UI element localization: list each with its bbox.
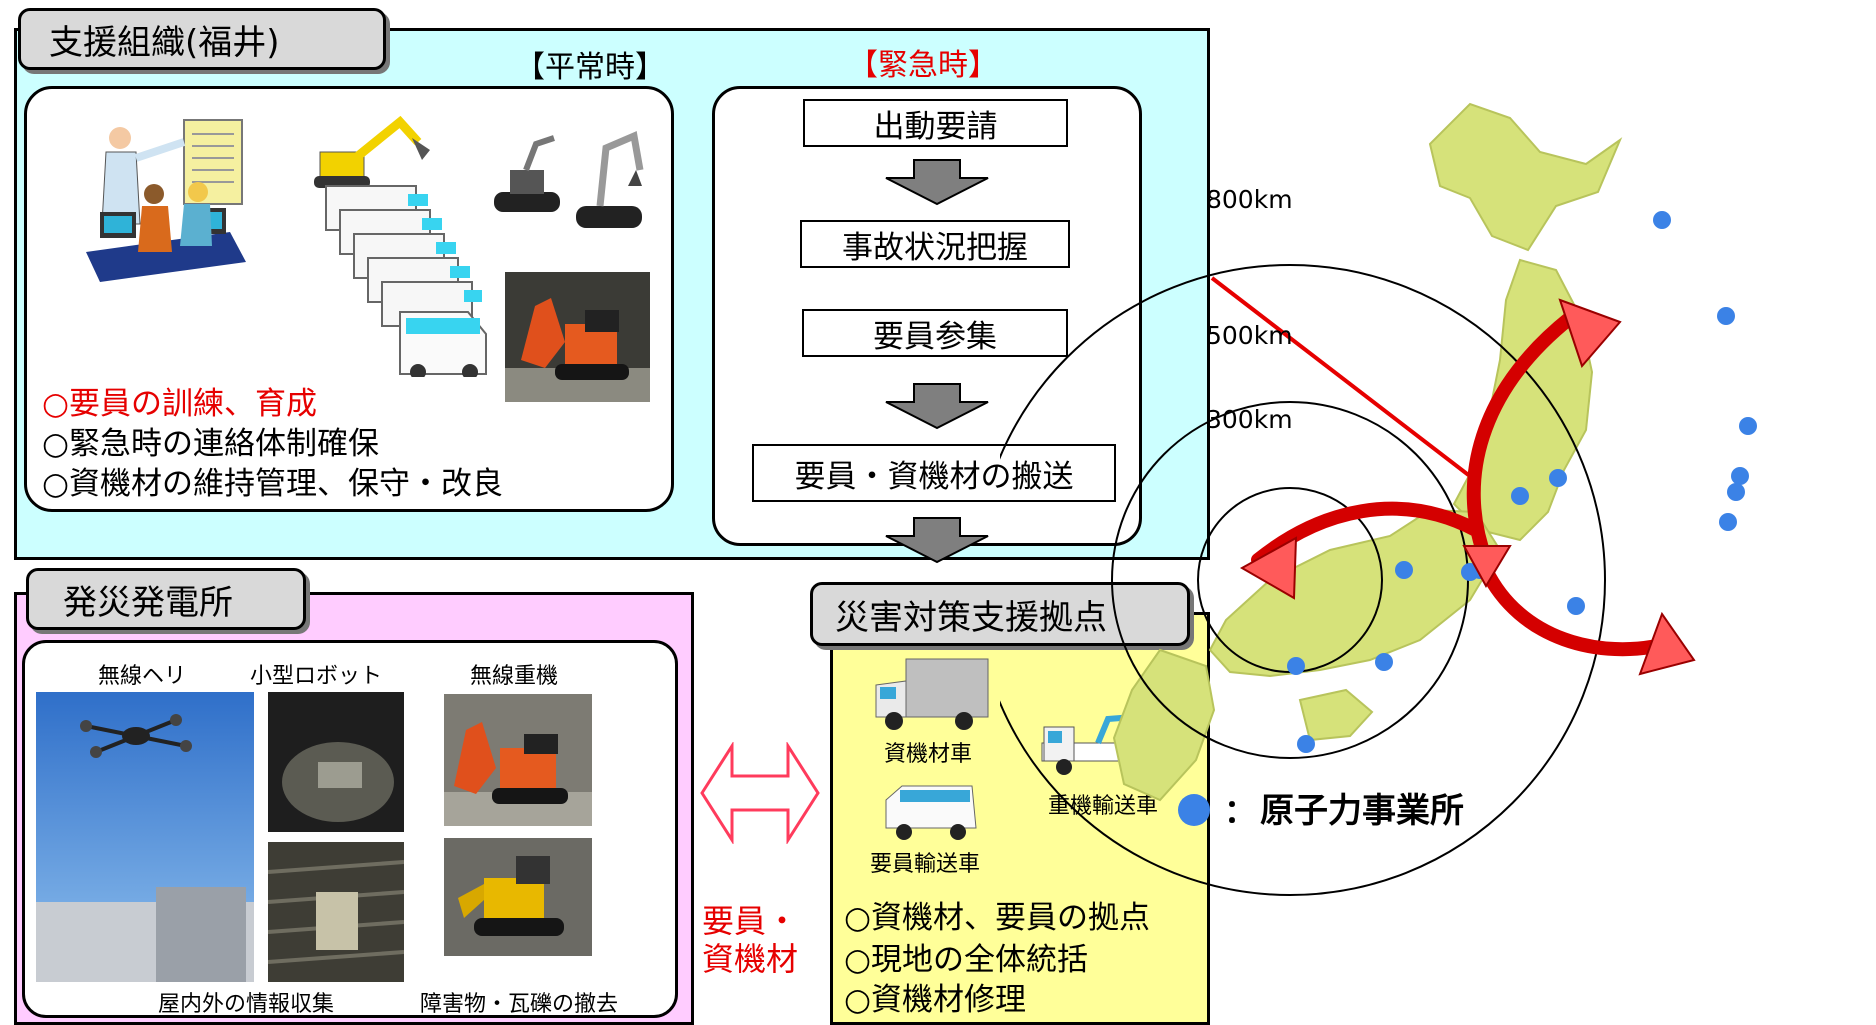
step-grasp-situation: 事故状況把握 [800, 220, 1070, 268]
flow-arrow-3 [885, 517, 989, 564]
caption-debris-removal: 障害物・瓦礫の撤去 [420, 992, 619, 1017]
drone-photo [36, 692, 254, 982]
japan-range-map: 800km 500km 300km ： 原子力事業所 [1000, 102, 1757, 896]
caption-staff-van: 要員輸送車 [870, 852, 981, 877]
bidirectional-arrow [700, 742, 820, 844]
caption-equipment-truck: 資機材車 [884, 742, 973, 767]
normal-item-contact: ○緊急時の連絡体制確保 [42, 426, 380, 462]
affected-plant-title: 発災発電所 [26, 568, 306, 630]
label-300km: 300km [1206, 405, 1293, 434]
equipment-truck-icon [875, 658, 989, 730]
step-transport: 要員・資機材の搬送 [752, 444, 1116, 502]
support-base-title: 災害対策支援拠点 [810, 582, 1190, 646]
japan-land-shape [1112, 102, 1623, 802]
base-item-hub: ○資機材、要員の拠点 [844, 900, 1151, 936]
normal-item-training: ○要員の訓練、育成 [42, 386, 318, 422]
staff-van-icon [885, 785, 977, 840]
caption-heavy-carrier: 重機輸送車 [1048, 794, 1159, 819]
robot-dark-photo [268, 692, 404, 832]
legend-text: 原子力事業所 [1260, 791, 1464, 831]
office-workers-illustration [86, 119, 246, 282]
caption-info-collection: 屋内外の情報収集 [158, 992, 335, 1017]
label-500km: 500km [1206, 321, 1293, 350]
remote-excavator-photo [444, 694, 592, 826]
caption-heavy: 無線重機 [470, 664, 559, 689]
caption-drone: 無線ヘリ [98, 664, 187, 689]
legend-dot-icon [1178, 794, 1210, 826]
flow-arrow-2 [885, 383, 989, 430]
vehicles-fleet-illustration [314, 115, 487, 377]
robots-illustration [494, 131, 644, 228]
mini-excavator-photo [505, 272, 650, 402]
ring-800km [1000, 264, 1606, 896]
robot-stairs-photo [268, 842, 404, 982]
normal-time-label: 【平常時】 [515, 50, 665, 85]
step-dispatch-request: 出動要請 [803, 99, 1068, 147]
normal-item-maintenance: ○資機材の維持管理、保守・改良 [42, 466, 504, 502]
support-org-title: 支援組織(福井) [18, 8, 386, 70]
flow-arrow-1 [885, 159, 989, 206]
label-800km: 800km [1206, 185, 1293, 214]
base-item-repair: ○資機材修理 [844, 982, 1027, 1018]
nuclear-site-dots [1287, 211, 1757, 753]
yellow-excavator-photo [444, 838, 592, 956]
exchange-label: 要員・ 資機材 [702, 902, 799, 978]
caption-robot: 小型ロボット [250, 664, 383, 689]
emergency-time-label: 【緊急時】 [848, 48, 998, 83]
step-assemble-staff: 要員参集 [802, 309, 1068, 357]
legend-colon: ： [1224, 792, 1256, 830]
base-item-command: ○現地の全体統括 [844, 942, 1089, 978]
